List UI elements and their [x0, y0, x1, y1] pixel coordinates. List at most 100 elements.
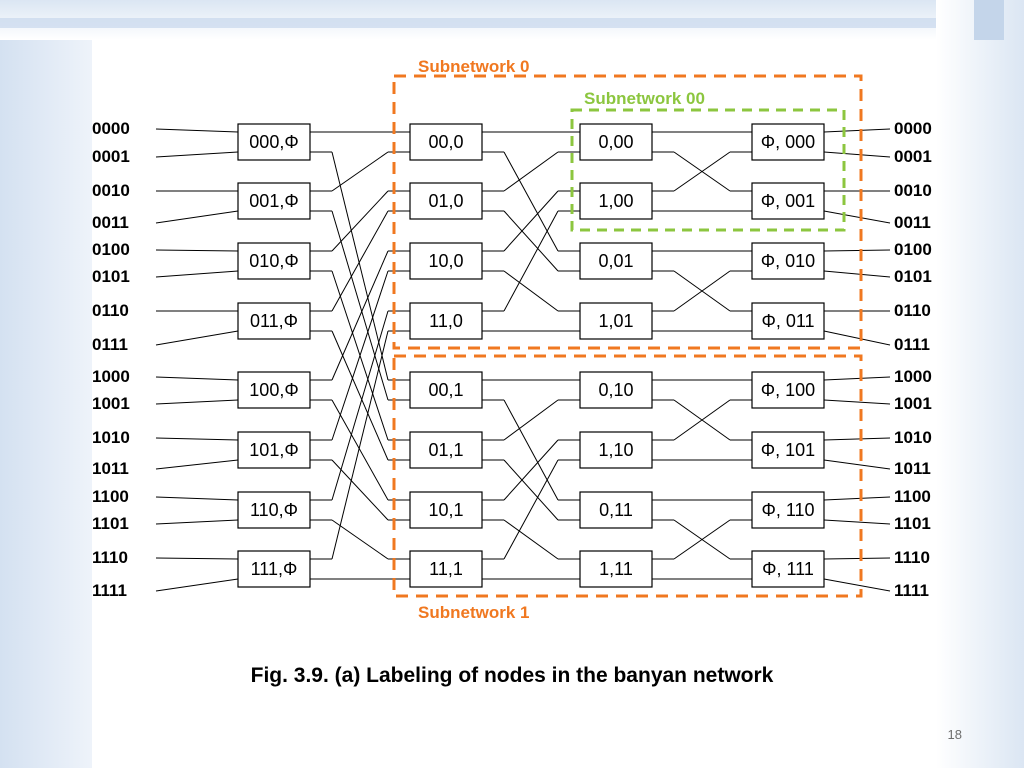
output-line: [823, 270, 891, 278]
output-label: 1100: [894, 487, 931, 506]
node-label: Φ, 001: [761, 191, 815, 211]
input-line: [155, 151, 239, 158]
page-number: 18: [947, 727, 962, 742]
stage-wire: [503, 210, 559, 312]
output-line: [823, 249, 891, 252]
input-label: 0000: [92, 119, 130, 138]
input-line: [155, 578, 239, 592]
input-line: [155, 128, 239, 133]
node-label: 100,Φ: [249, 380, 298, 400]
node-label: 00,1: [428, 380, 463, 400]
output-label: 1000: [894, 367, 932, 386]
node-label: Φ, 101: [761, 440, 815, 460]
stage-wire: [331, 151, 389, 192]
node-label: 101,Φ: [249, 440, 298, 460]
stage-wire: [331, 330, 389, 461]
stage-wire: [503, 210, 559, 272]
switch-node: [237, 550, 311, 588]
node-label: 1,11: [599, 559, 633, 579]
output-label: 0010: [894, 181, 932, 200]
subnetwork-00-label: Subnetwork 00: [584, 89, 705, 108]
switch-node: [409, 491, 483, 529]
stage-wire: [503, 519, 559, 560]
node-label: 011,Φ: [250, 311, 298, 331]
output-line: [823, 210, 891, 224]
subnetwork-00-box: [570, 108, 846, 232]
input-label: 1000: [92, 367, 130, 386]
node-label: 10,0: [428, 251, 463, 271]
input-label: 1001: [92, 394, 130, 413]
switch-node: [409, 182, 483, 220]
input-label: 1100: [92, 487, 129, 506]
stage-wire: [503, 399, 559, 441]
switch-node: [237, 242, 311, 280]
background-panel-right: [936, 0, 1024, 768]
stage-wire: [331, 210, 389, 312]
stage-wire: [503, 399, 559, 501]
node-label: 0,00: [598, 132, 633, 152]
network-wires: [155, 128, 891, 592]
input-label: 0100: [92, 240, 130, 259]
subnetwork-1-label: Subnetwork 1: [418, 603, 529, 622]
switch-node: [751, 182, 825, 220]
output-label: 1011: [894, 459, 931, 478]
background-panel-left: [0, 0, 92, 768]
output-line: [823, 399, 891, 405]
stage-wire: [673, 519, 731, 560]
input-label: 1011: [92, 459, 129, 478]
input-line: [155, 210, 239, 224]
node-label: Φ, 011: [761, 311, 814, 331]
input-line: [155, 270, 239, 278]
switch-node: [579, 123, 653, 161]
node-label: 000,Φ: [249, 132, 298, 152]
stage-wire: [503, 459, 559, 521]
switch-node: [751, 550, 825, 588]
switch-node: [237, 123, 311, 161]
input-line: [155, 459, 239, 470]
switch-node: [237, 491, 311, 529]
input-line: [155, 496, 239, 501]
node-label: Φ, 111: [762, 559, 814, 579]
node-label: 001,Φ: [249, 191, 298, 211]
input-line: [155, 376, 239, 381]
switch-node: [579, 491, 653, 529]
switch-node: [751, 491, 825, 529]
subnetwork-boxes: [392, 74, 863, 598]
node-label: 1,10: [598, 440, 633, 460]
stage-wire: [331, 459, 389, 521]
stage-wire: [331, 190, 389, 252]
input-line: [155, 519, 239, 525]
output-label: 1110: [894, 548, 930, 567]
switch-node: [237, 371, 311, 409]
output-line: [823, 376, 891, 381]
input-label: 0110: [92, 301, 129, 320]
input-line: [155, 437, 239, 441]
node-label: Φ, 010: [761, 251, 815, 271]
output-line: [823, 151, 891, 158]
switch-node: [237, 302, 311, 340]
switch-node: [751, 302, 825, 340]
stage-wire: [503, 459, 559, 560]
input-label: 0011: [92, 213, 129, 232]
output-label: 0110: [894, 301, 931, 320]
output-line: [823, 437, 891, 441]
switch-node: [751, 123, 825, 161]
stage-wire: [503, 151, 559, 192]
switch-node: [751, 242, 825, 280]
output-line: [823, 578, 891, 592]
input-label: 1010: [92, 428, 130, 447]
stage-wire: [503, 190, 559, 252]
node-label: 0,10: [598, 380, 633, 400]
switch-node: [409, 242, 483, 280]
output-label: 0101: [894, 267, 932, 286]
switch-node: [579, 302, 653, 340]
stage-wire: [503, 439, 559, 501]
node-label: 0,11: [599, 500, 633, 520]
node-label: 10,1: [428, 500, 463, 520]
switch-node: [579, 550, 653, 588]
output-line: [823, 128, 891, 133]
background-block: [974, 0, 1004, 40]
input-label: 1111: [92, 581, 127, 600]
stage-wire: [673, 270, 731, 312]
